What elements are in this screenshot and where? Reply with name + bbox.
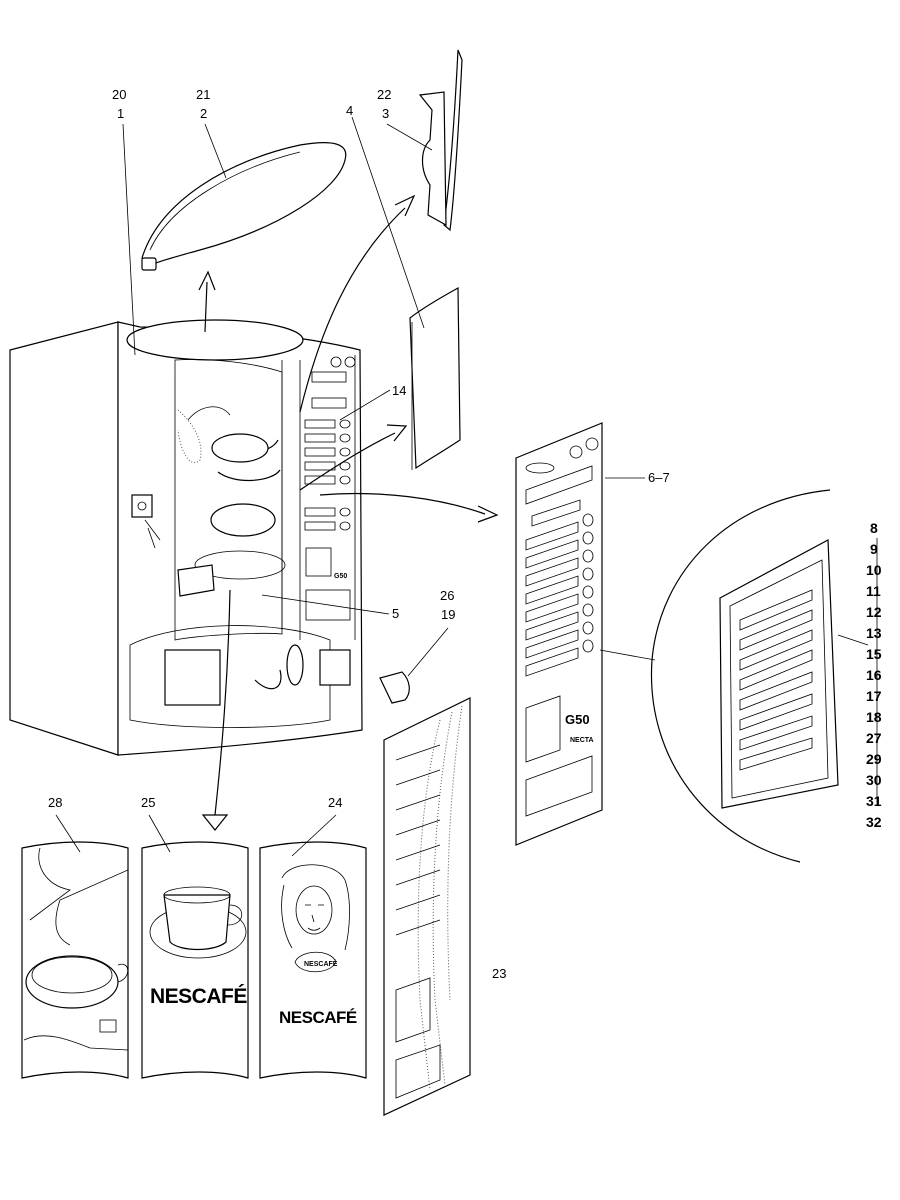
panel-24: NESCAFÉ NESCAFÉ xyxy=(259,841,367,1079)
callout-1: 1 xyxy=(117,106,124,121)
detail-zoom xyxy=(599,489,869,863)
callout-27: 27 xyxy=(866,730,882,746)
callout-8: 8 xyxy=(870,520,878,536)
callout-24: 24 xyxy=(328,795,342,810)
main-panel-model: G50 xyxy=(565,712,590,727)
callout-2: 2 xyxy=(200,106,207,121)
callout-26: 26 xyxy=(440,588,454,603)
cup-brand-text: NESCAFÉ xyxy=(304,959,338,968)
callout-32: 32 xyxy=(866,814,882,830)
callout-stack: 8 9 10 11 12 13 15 16 17 18 27 29 30 31 … xyxy=(866,520,882,830)
machine-model-text: G50 xyxy=(334,573,347,580)
callout-15: 15 xyxy=(866,646,882,662)
vending-machine-cabinet: G50 xyxy=(9,319,363,756)
callout-17: 17 xyxy=(866,688,882,704)
callout-22: 22 xyxy=(377,87,391,102)
callout-3: 3 xyxy=(382,106,389,121)
callout-30: 30 xyxy=(866,772,882,788)
callout-25: 25 xyxy=(141,795,155,810)
callout-21-2: 21 2 xyxy=(196,87,210,121)
callout-10: 10 xyxy=(866,562,882,578)
brand-text-b: NESCAFÉ xyxy=(279,1008,357,1027)
main-panel-rows xyxy=(525,513,594,677)
callout-9: 9 xyxy=(870,541,878,557)
door-panel-part xyxy=(409,286,461,470)
woman-illustration xyxy=(281,864,350,973)
detail-rows xyxy=(739,589,813,771)
leader-lines xyxy=(55,116,645,857)
front-panel-23 xyxy=(383,697,471,1116)
callout-5: 5 xyxy=(392,606,399,621)
callout-4: 4 xyxy=(346,103,353,118)
callout-28: 28 xyxy=(48,795,62,810)
callout-26-19: 26 19 xyxy=(440,588,455,622)
callout-19: 19 xyxy=(441,607,455,622)
main-panel-maker: NECTA xyxy=(570,737,594,744)
machine-selection-buttons xyxy=(304,419,351,531)
explode-arrows xyxy=(198,194,499,831)
callout-20-1: 20 1 xyxy=(112,87,126,121)
side-trim-part xyxy=(418,49,463,232)
brand-text-a: NESCAFÉ xyxy=(150,985,247,1008)
callout-22-3: 22 3 xyxy=(377,87,391,121)
callout-12: 12 xyxy=(866,604,882,620)
main-panel-6-7: G50 NECTA xyxy=(515,422,603,846)
callout-23: 23 xyxy=(492,966,506,981)
callout-18: 18 xyxy=(866,709,882,725)
callout-11: 11 xyxy=(866,583,881,599)
callout-14: 14 xyxy=(392,383,406,398)
panel-28 xyxy=(21,841,129,1079)
panel-25: NESCAFÉ xyxy=(141,841,249,1079)
callout-16: 16 xyxy=(866,667,882,683)
callout-29: 29 xyxy=(866,751,882,767)
callout-21: 21 xyxy=(196,87,210,102)
coin-flap-part xyxy=(379,671,410,704)
top-lid-part xyxy=(141,142,347,271)
callout-20: 20 xyxy=(112,87,126,102)
callout-31: 31 xyxy=(866,793,882,809)
callout-6-7: 6–7 xyxy=(648,470,670,485)
callout-13: 13 xyxy=(866,625,882,641)
